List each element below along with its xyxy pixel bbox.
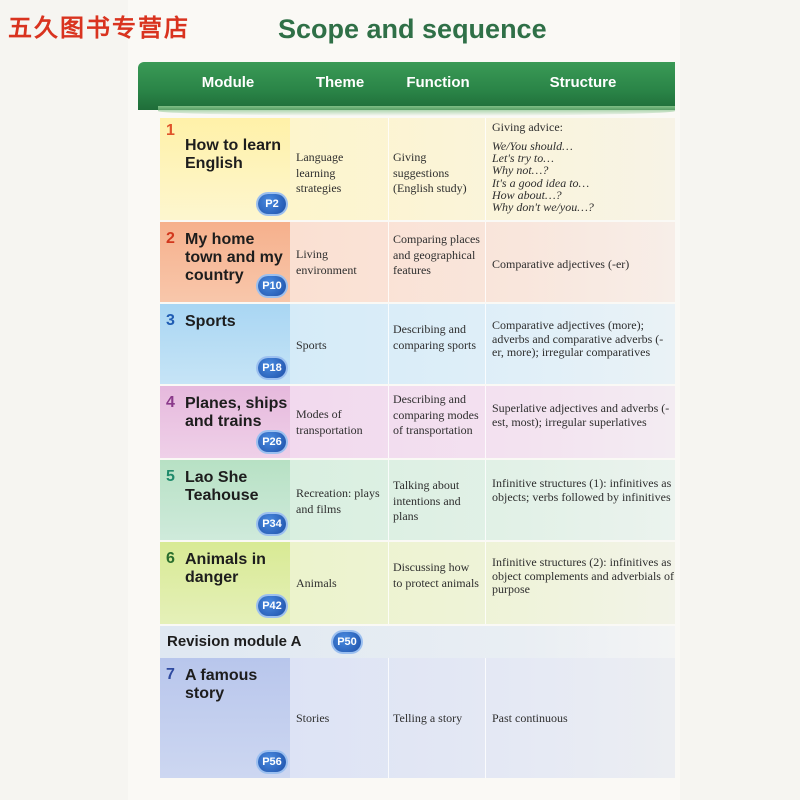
table-row: 7 A famous story P56 Stories Telling a s… — [160, 658, 675, 778]
column-divider — [485, 222, 486, 302]
header-structure: Structure — [549, 74, 617, 91]
module-name: Lao She Teahouse — [185, 469, 259, 504]
page-title: Scope and sequence — [278, 14, 547, 44]
store-watermark: 五久图书专营店 — [8, 13, 190, 42]
module-number: 5 — [166, 468, 175, 485]
theme-text: Animals — [296, 576, 337, 590]
column-divider — [388, 386, 389, 458]
header-function: Function — [406, 74, 470, 91]
function-text: Telling a story — [393, 711, 463, 725]
structure-text: Infinitive structures (1): infinitives a… — [492, 476, 672, 504]
structure-line: How about…? — [492, 187, 562, 202]
structure-title: Giving advice: — [492, 120, 563, 134]
structure-line: It's a good idea to… — [492, 175, 590, 190]
column-divider — [388, 304, 389, 384]
module-number: 6 — [166, 550, 175, 567]
column-divider — [485, 386, 486, 458]
structure-text: Comparative adjectives (more); adverbs a… — [492, 318, 664, 359]
module-cell: 2 My home town and my country P10 — [160, 222, 290, 302]
function-text: Describing and comparing modes of transp… — [393, 392, 479, 437]
theme-text: Sports — [296, 338, 327, 352]
structure-text: Infinitive structures (2): infinitives a… — [492, 555, 674, 596]
header-theme: Theme — [315, 74, 365, 91]
module-name: A famous story — [185, 667, 258, 702]
structure-text: Comparative adjectives (-er) — [492, 257, 630, 271]
module-cell: 7 A famous story P56 — [160, 658, 290, 778]
function-text: Comparing places and geographical featur… — [393, 232, 480, 277]
row-body — [290, 118, 675, 220]
theme-text: Recreation: plays and films — [296, 486, 380, 516]
page-badge[interactable]: P2 — [258, 194, 286, 214]
theme-text: Modes of transportation — [296, 407, 363, 437]
function-text: Talking about intentions and plans — [393, 478, 461, 523]
module-cell: 6 Animals in danger P42 — [160, 542, 290, 624]
table-row: 5 Lao She Teahouse P34 Recreation: plays… — [160, 460, 675, 540]
module-number: 7 — [166, 666, 175, 683]
function-text: Giving suggestions (English study) — [393, 150, 467, 195]
structure-text: Past continuous — [492, 711, 568, 725]
page-badge[interactable]: P26 — [258, 432, 286, 452]
column-divider — [485, 118, 486, 220]
module-number: 3 — [166, 312, 175, 329]
column-divider — [485, 304, 486, 384]
row-body — [290, 386, 675, 458]
module-number: 4 — [166, 394, 175, 411]
module-name: Planes, ships and trains — [185, 395, 288, 430]
column-divider — [388, 460, 389, 540]
column-divider — [388, 658, 389, 778]
structure-line: We/You should… — [492, 139, 573, 153]
column-divider — [485, 658, 486, 778]
module-cell: 4 Planes, ships and trains P26 — [160, 386, 290, 458]
table-row: 4 Planes, ships and trains P26 Modes of … — [160, 386, 675, 458]
row-body — [290, 542, 675, 624]
table-row: 1 How to learn English P2 Language learn… — [160, 118, 675, 220]
page-badge[interactable]: P10 — [258, 276, 286, 296]
structure-line: Why not…? — [492, 163, 549, 178]
module-number: 1 — [166, 122, 175, 139]
module-number: 2 — [166, 230, 175, 247]
function-text: Describing and comparing sports — [393, 322, 476, 352]
theme-text: Stories — [296, 711, 330, 725]
theme-text: Language learning strategies — [296, 150, 344, 195]
table-row: 6 Animals in danger P42 Animals Discussi… — [160, 542, 675, 624]
column-divider — [388, 222, 389, 302]
module-name: My home town and my country — [185, 231, 283, 284]
column-divider — [485, 460, 486, 540]
function-text: Discussing how to protect animals — [393, 560, 479, 590]
row-body — [290, 222, 675, 302]
page-badge[interactable]: P50 — [333, 632, 361, 652]
row-body — [290, 658, 675, 778]
module-cell: 1 How to learn English P2 — [160, 118, 290, 220]
structure-line: Let's try to… — [492, 151, 554, 166]
structure-list: We/You should… Let's try to… Why not…? I… — [492, 140, 672, 213]
column-divider — [388, 542, 389, 624]
row-body — [290, 460, 675, 540]
page-badge[interactable]: P42 — [258, 596, 286, 616]
page-badge[interactable]: P56 — [258, 752, 286, 772]
page-badge[interactable]: P34 — [258, 514, 286, 534]
column-divider — [388, 118, 389, 220]
table-row: 3 Sports P18 Sports Describing and compa… — [160, 304, 675, 384]
module-name: How to learn English — [185, 137, 282, 172]
column-divider — [485, 542, 486, 624]
theme-text: Living environment — [296, 247, 357, 277]
structure-text: Superlative adjectives and adverbs (-est… — [492, 401, 670, 429]
page-badge[interactable]: P18 — [258, 358, 286, 378]
table-row: 2 My home town and my country P10 Living… — [160, 222, 675, 302]
module-name: Sports — [185, 313, 236, 330]
module-cell: 5 Lao She Teahouse P34 — [160, 460, 290, 540]
module-cell: 3 Sports P18 — [160, 304, 290, 384]
module-name: Animals in danger — [185, 551, 266, 586]
revision-module-label: Revision module A — [167, 633, 302, 650]
revision-module-row: Revision module A P50 — [160, 626, 675, 658]
row-body — [290, 304, 675, 384]
header-module: Module — [201, 74, 255, 91]
structure-line: Why don't we/you…? — [492, 200, 594, 215]
table-header: Module Theme Function Structure — [138, 62, 675, 116]
